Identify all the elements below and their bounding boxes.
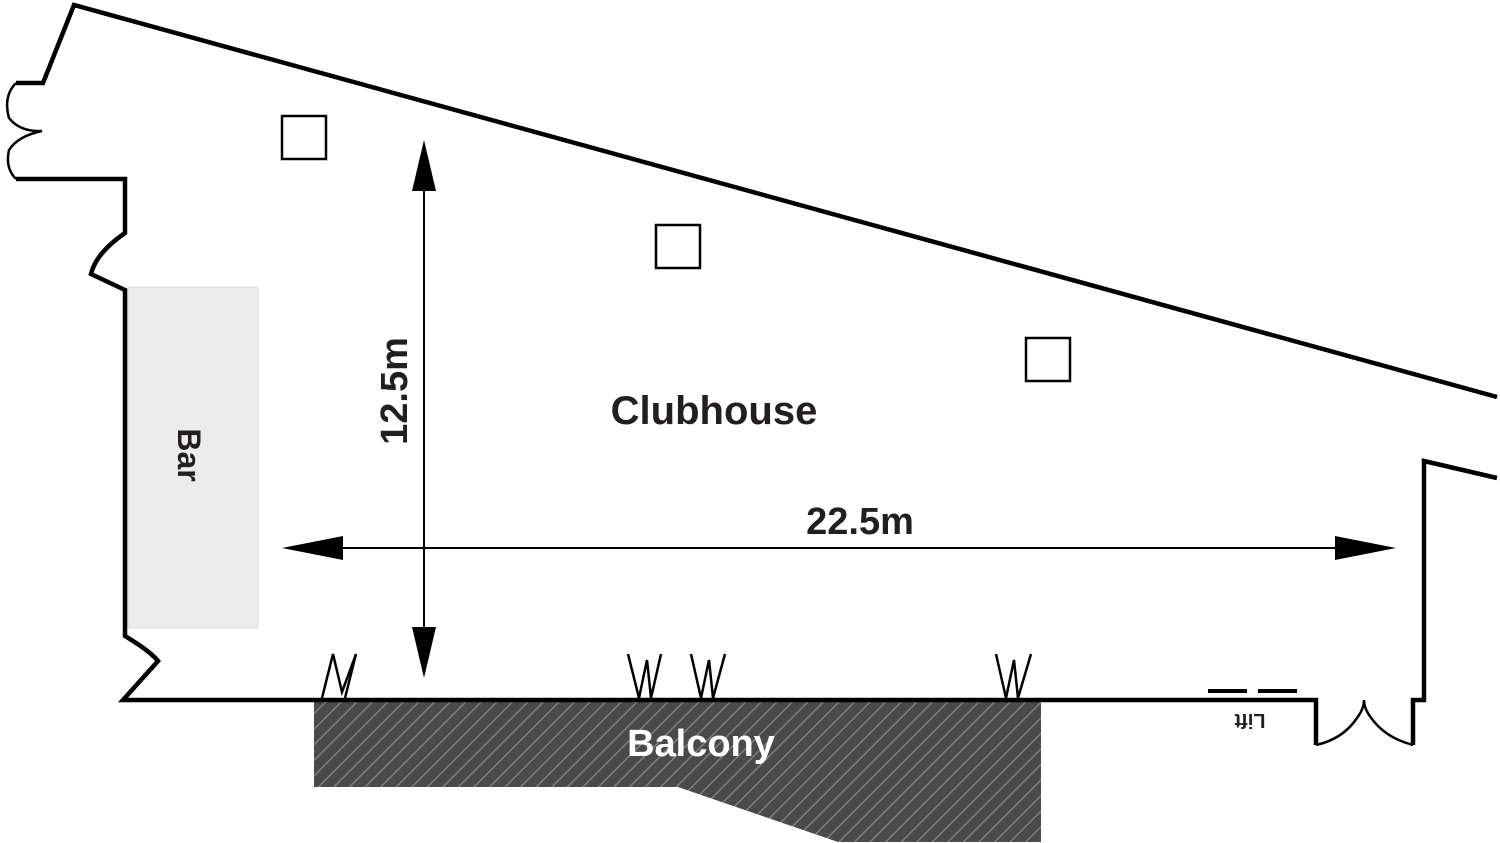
- width-arrow-right: [1335, 536, 1396, 560]
- outer-wall: [16, 2, 1498, 745]
- column-square: [1024, 336, 1072, 383]
- balcony-door-icon: [689, 653, 727, 699]
- bar-label: Bar: [171, 428, 207, 481]
- balcony-area: [314, 701, 1041, 842]
- balcony-door-icon: [994, 653, 1033, 699]
- balcony-door-icon: [626, 653, 663, 699]
- balcony-door-icon: [320, 653, 358, 699]
- width-dimension-label: 22.5m: [806, 501, 914, 543]
- column-square: [654, 223, 702, 270]
- exit-door-icon: [1315, 699, 1414, 747]
- bar-counter: [127, 286, 259, 629]
- depth-arrow-top: [412, 140, 436, 191]
- column-square: [280, 114, 328, 161]
- lift-label: Lift: [1234, 709, 1265, 731]
- width-arrow-left: [282, 536, 343, 560]
- depth-arrow-bottom: [412, 627, 436, 678]
- entry-door-icon: [5, 82, 43, 180]
- clubhouse-label: Clubhouse: [611, 389, 818, 433]
- balcony-label: Balcony: [627, 723, 775, 765]
- depth-dimension-label: 12.5m: [374, 337, 416, 445]
